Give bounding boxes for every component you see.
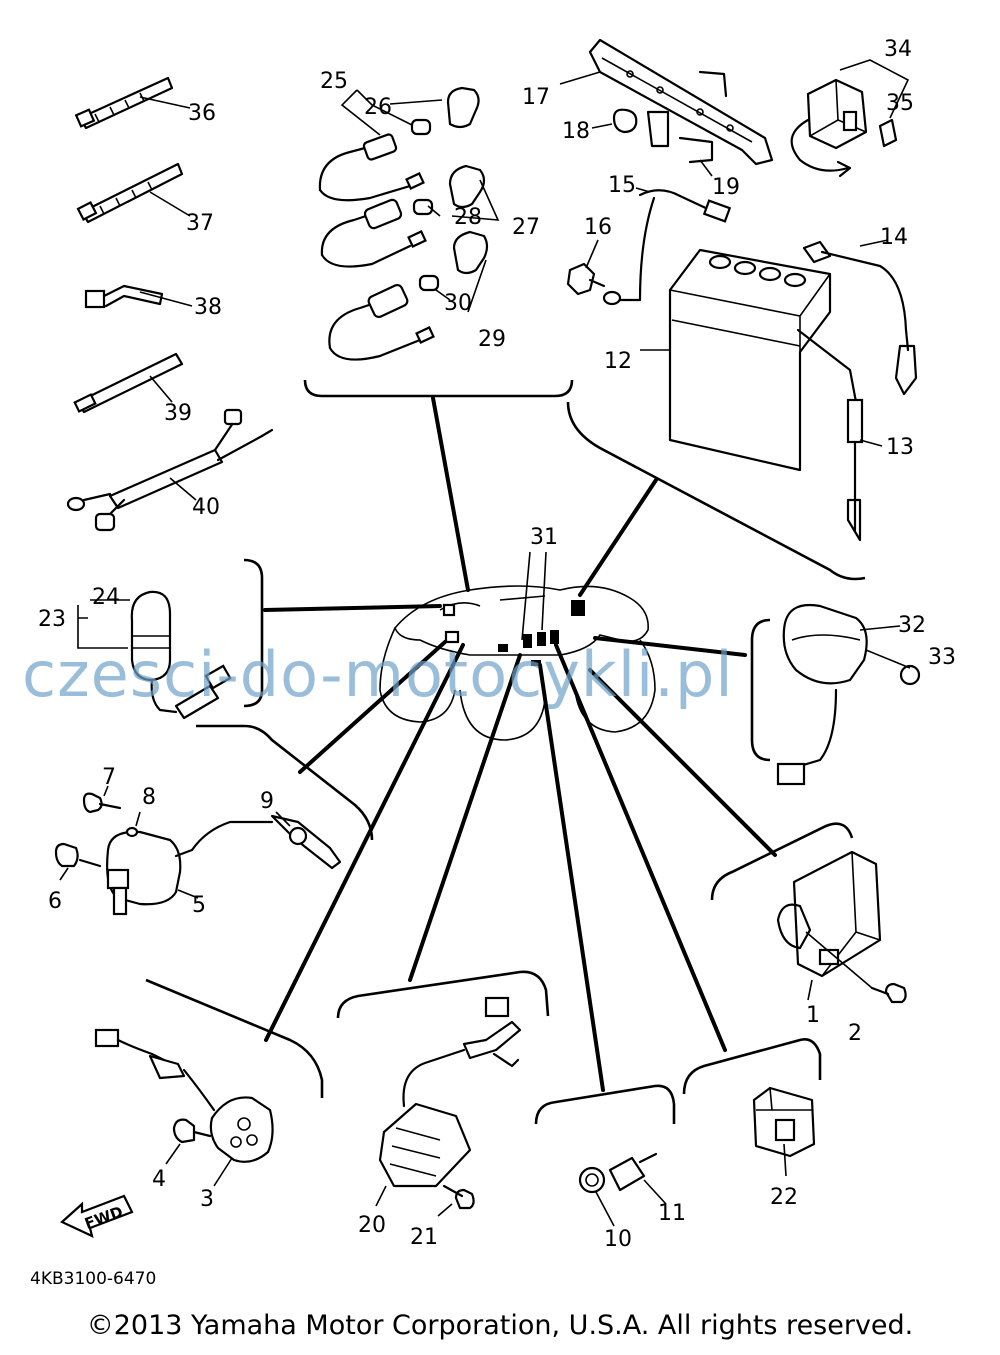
callout-2: 2 bbox=[848, 1021, 862, 1046]
mount-point-sensor bbox=[537, 632, 546, 646]
battery-group bbox=[566, 187, 918, 542]
leader-lines bbox=[263, 396, 777, 1092]
watermark: czesci-do-motocykli.pl bbox=[22, 638, 734, 711]
callout-23: 23 bbox=[38, 607, 66, 632]
callout-1: 1 bbox=[806, 1003, 820, 1028]
callout-20: 20 bbox=[358, 1213, 386, 1238]
callout-32: 32 bbox=[898, 613, 926, 638]
callout-40: 40 bbox=[192, 495, 220, 520]
switch-group-23-24 bbox=[77, 590, 232, 720]
callout-labels: 1 2 3 4 5 6 7 8 9 10 11 12 13 14 15 16 1… bbox=[38, 37, 956, 1252]
callout-13: 13 bbox=[886, 435, 914, 460]
callout-26: 26 bbox=[364, 95, 392, 120]
band-38 bbox=[84, 284, 193, 309]
mount-point-coil bbox=[498, 644, 508, 652]
callout-37: 37 bbox=[186, 211, 214, 236]
callout-5: 5 bbox=[192, 893, 206, 918]
fwd-label: FWD bbox=[82, 1203, 125, 1233]
callout-39: 39 bbox=[164, 401, 192, 426]
callout-35: 35 bbox=[886, 91, 914, 116]
callout-10: 10 bbox=[604, 1227, 632, 1252]
callout-33: 33 bbox=[928, 645, 956, 670]
callout-4: 4 bbox=[152, 1167, 166, 1192]
copyright-notice: ©2013 Yamaha Motor Corporation, U.S.A. A… bbox=[86, 1310, 914, 1341]
part-22-group bbox=[752, 1086, 816, 1177]
callout-31: 31 bbox=[530, 525, 558, 550]
callout-36: 36 bbox=[188, 101, 216, 126]
sensor-group-10-11 bbox=[578, 1152, 667, 1227]
callout-8: 8 bbox=[142, 785, 156, 810]
callout-11: 11 bbox=[658, 1201, 686, 1226]
callout-3: 3 bbox=[200, 1187, 214, 1212]
sub-lead-40 bbox=[66, 408, 274, 532]
callout-22: 22 bbox=[770, 1185, 798, 1210]
callout-34: 34 bbox=[884, 37, 912, 62]
callout-12: 12 bbox=[604, 349, 632, 374]
callout-29: 29 bbox=[478, 327, 506, 352]
callout-18: 18 bbox=[562, 119, 590, 144]
diagram-code: 4KB3100-6470 bbox=[30, 1269, 156, 1289]
fwd-arrow: FWD bbox=[60, 1194, 134, 1238]
callout-28: 28 bbox=[454, 205, 482, 230]
callout-7: 7 bbox=[102, 765, 116, 790]
mount-point-cdi bbox=[531, 660, 541, 666]
callout-leaders bbox=[521, 551, 547, 641]
callout-6: 6 bbox=[48, 889, 62, 914]
callout-30: 30 bbox=[444, 291, 472, 316]
callout-15: 15 bbox=[608, 173, 636, 198]
cable-tie-36 bbox=[74, 76, 191, 130]
callout-17: 17 bbox=[522, 85, 550, 110]
relay-group-32-33 bbox=[776, 603, 921, 786]
mount-point-regulator bbox=[523, 634, 532, 648]
mount-point-switch bbox=[444, 630, 460, 644]
group-brackets bbox=[145, 379, 866, 1125]
callout-16: 16 bbox=[584, 215, 612, 240]
callout-19: 19 bbox=[712, 175, 740, 200]
cdi-unit-group bbox=[776, 850, 907, 1004]
callout-25: 25 bbox=[320, 69, 348, 94]
callout-27: 27 bbox=[512, 215, 540, 240]
bracket-group-17-19 bbox=[559, 38, 774, 177]
ignition-coil-group bbox=[54, 785, 342, 916]
callout-14: 14 bbox=[880, 225, 908, 250]
relay-group-34-35 bbox=[790, 59, 910, 178]
callout-9: 9 bbox=[260, 789, 274, 814]
pickup-coil-group bbox=[94, 1028, 274, 1187]
regulator-group bbox=[375, 996, 522, 1217]
callout-21: 21 bbox=[410, 1225, 438, 1250]
callout-38: 38 bbox=[194, 295, 222, 320]
sensor-group-25-30 bbox=[318, 86, 500, 361]
mount-point-ignition bbox=[442, 603, 456, 617]
cable-tie-37 bbox=[76, 162, 191, 224]
mount-point-relay bbox=[550, 630, 559, 644]
holder-39 bbox=[73, 352, 184, 414]
mount-point-battery bbox=[571, 600, 585, 616]
callout-24: 24 bbox=[92, 585, 120, 610]
